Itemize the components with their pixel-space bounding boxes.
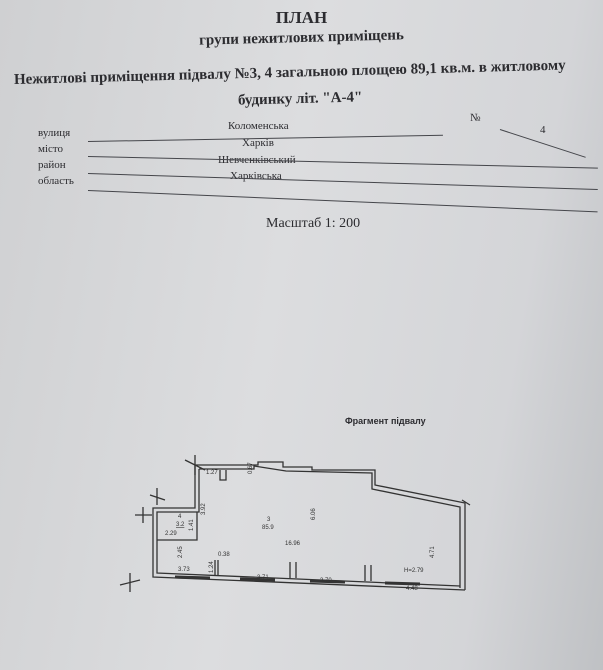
- dim-3: 3.92: [201, 503, 207, 515]
- dim-10: 3.73: [178, 567, 190, 573]
- dim-7: 16.96: [285, 541, 301, 547]
- dim-2: 0.67: [248, 462, 254, 474]
- scale-label: Масштаб 1: 200: [266, 216, 361, 231]
- dim-14: 4.71: [430, 546, 436, 558]
- region-label: область: [38, 175, 74, 187]
- city-value: Харків: [242, 137, 274, 149]
- plan-heading: Фрагмент підвалу: [345, 416, 426, 426]
- dim-4: 1.41: [189, 519, 195, 531]
- dim-12: 3.71: [257, 575, 269, 581]
- room-3-number: 3: [267, 517, 271, 523]
- plan-walls: [119, 455, 471, 592]
- ceiling-height: H=2.79: [404, 568, 424, 574]
- room-3-area: 85.9: [262, 525, 274, 531]
- dim-11: 1.24: [209, 561, 215, 573]
- dim-9: 0.38: [218, 552, 230, 558]
- number-label: №: [470, 112, 481, 124]
- district-label: район: [38, 159, 66, 171]
- street-value: Коломенська: [228, 120, 289, 132]
- dim-8: 2.45: [178, 546, 184, 558]
- dim-1: 1.27: [206, 470, 218, 476]
- plan-title: ПЛАН: [275, 8, 328, 27]
- dim-5: 2.29: [165, 531, 177, 537]
- dim-13: 3.70: [320, 578, 332, 584]
- room-4-area: 3.2: [176, 522, 185, 528]
- street-label: вулиця: [38, 127, 71, 139]
- dim-6: 6.06: [311, 508, 317, 520]
- dim-15: 4.48: [406, 586, 418, 592]
- room-4-number: 4: [178, 514, 182, 520]
- number-value: 4: [540, 124, 546, 136]
- city-label: місто: [38, 143, 64, 155]
